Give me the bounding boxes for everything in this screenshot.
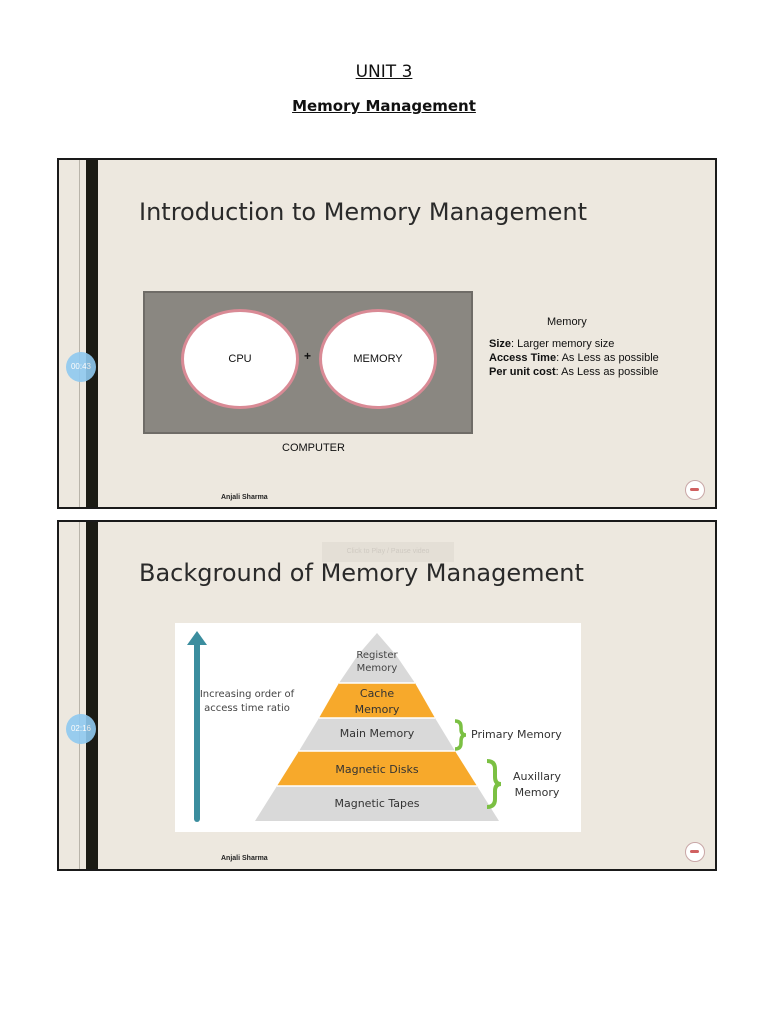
pyramid-level-magnetic-disks — [277, 751, 477, 786]
cpu-circle: CPU — [181, 309, 299, 409]
pyramid-level-main-memory — [299, 718, 455, 751]
computer-diagram: CPU + MEMORY — [143, 291, 473, 434]
plus-sign: + — [304, 349, 312, 363]
memory-info-key: Access Time — [489, 352, 557, 364]
video-overlay-hint[interactable]: Click to Play / Pause video — [322, 542, 454, 562]
level-label: Magnetic Tapes — [335, 797, 420, 810]
slide-intro: 00:43 Introduction to Memory Management … — [57, 158, 717, 509]
slide-side-bar — [86, 522, 98, 869]
unit-title: UNIT 3 — [355, 62, 413, 82]
auxiliary-memory-label: Memory — [515, 786, 560, 799]
memory-info-key: Size — [489, 338, 512, 350]
primary-memory-label: Primary Memory — [471, 728, 562, 741]
memory-hierarchy-pyramid: Increasing order of access time ratio Re… — [175, 623, 581, 832]
pyramid-level-cache — [319, 683, 435, 718]
computer-label: COMPUTER — [282, 442, 345, 454]
level-label: Memory — [355, 703, 400, 716]
college-logo-icon — [685, 480, 705, 500]
slide-divider-line — [79, 522, 80, 869]
slide-title: Introduction to Memory Management — [139, 198, 588, 226]
document-subtitle: Memory Management — [292, 97, 476, 115]
auxiliary-memory-label: Auxillary — [513, 770, 561, 783]
primary-brace-icon — [454, 719, 467, 751]
pyramid-level-register-body — [339, 655, 415, 683]
level-label: Main Memory — [340, 727, 415, 740]
access-time-arrow — [187, 631, 207, 822]
slide-background: Click to Play / Pause video 02:16 Backgr… — [57, 520, 717, 871]
slide-side-bar — [86, 160, 98, 507]
video-timer-badge[interactable]: 00:43 — [66, 352, 96, 382]
memory-info-value: : As Less as possible — [556, 352, 659, 364]
author-name: Anjali Sharma — [221, 494, 268, 501]
memory-info-heading: Memory — [547, 316, 587, 328]
memory-info-row: Size: Larger memory size — [489, 337, 659, 351]
memory-info: Memory Size: Larger memory size Access T… — [489, 315, 659, 379]
arrow-label-line2: access time ratio — [204, 703, 290, 714]
auxiliary-brace-icon — [486, 759, 502, 809]
level-label: Register — [356, 650, 398, 661]
pyramid-level-magnetic-tapes — [255, 786, 499, 821]
level-label: Magnetic Disks — [335, 763, 418, 776]
video-timer-badge[interactable]: 02:16 — [66, 714, 96, 744]
memory-info-row: Per unit cost: As Less as possible — [489, 365, 659, 379]
memory-info-key: Per unit cost — [489, 366, 556, 378]
memory-info-value: : As Less as possible — [555, 366, 659, 378]
level-label: Cache — [360, 687, 394, 700]
slide-title: Background of Memory Management — [139, 559, 584, 587]
memory-info-value: : Larger memory size — [511, 338, 615, 350]
memory-info-row: Access Time: As Less as possible — [489, 351, 659, 365]
slide-divider-line — [79, 160, 80, 507]
pyramid-level-register — [358, 633, 396, 655]
author-name: Anjali Sharma — [221, 855, 268, 862]
level-label: Memory — [357, 663, 398, 674]
memory-circle: MEMORY — [319, 309, 437, 409]
cpu-label: CPU — [228, 353, 252, 365]
arrow-label-line1: Increasing order of — [200, 689, 295, 700]
pyramid-svg: Increasing order of access time ratio Re… — [187, 631, 562, 822]
college-logo-icon — [685, 842, 705, 862]
memory-label: MEMORY — [353, 353, 403, 365]
